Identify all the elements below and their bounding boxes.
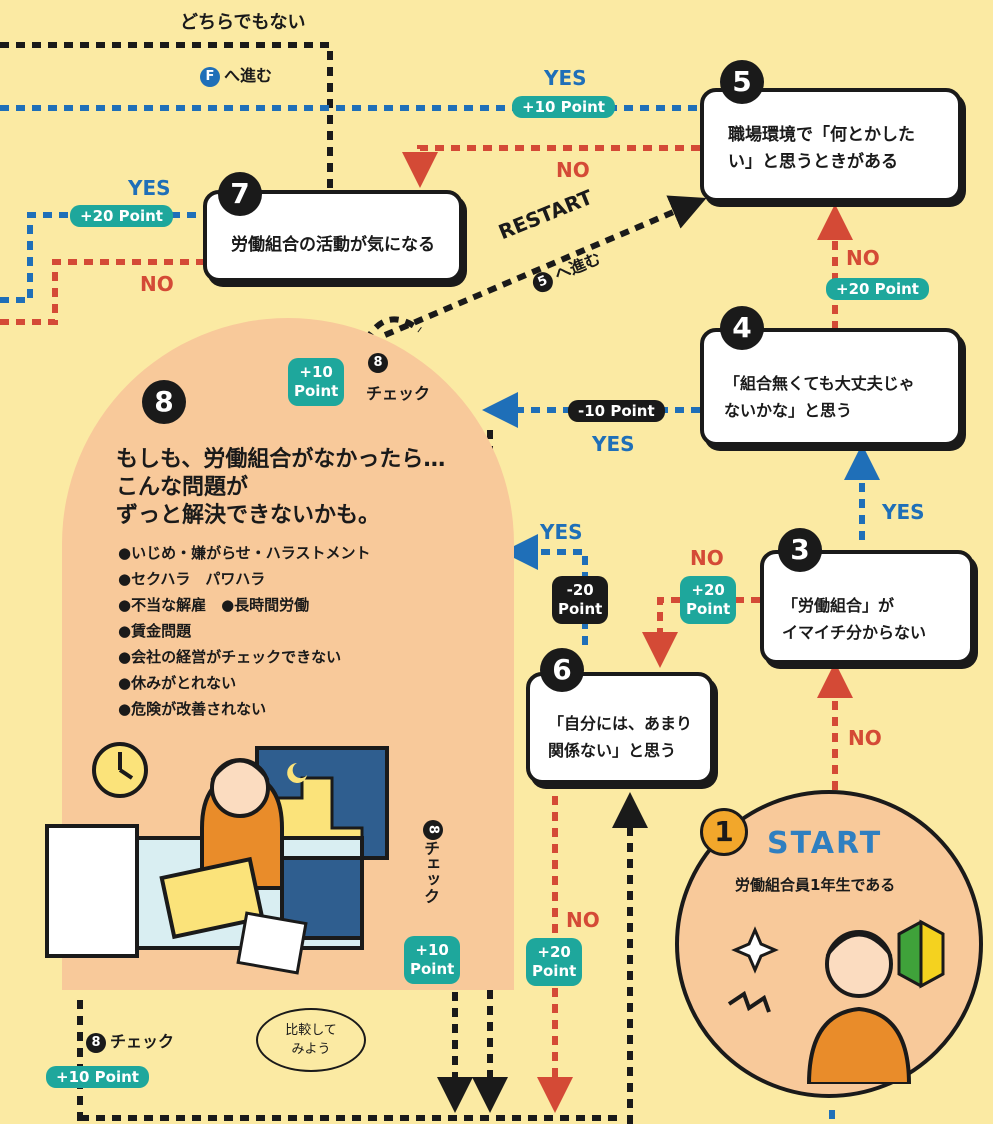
step-7-text: 労働組合の活動が気になる [231,235,435,255]
check-point-badge-bottom: +10 Point [46,1066,149,1088]
line-restart [383,195,707,338]
step-5-text-2: い」と思うときがある [728,152,898,172]
check-label-top: チェック [366,384,431,403]
compare-text-1: 比較して [285,1023,337,1038]
step-8-heading-2: こんな問題が [116,475,249,500]
check-point-value-top: +10 [299,363,333,381]
step-6-number: 6 [540,648,584,692]
check-label-bottom: チェック [110,1032,175,1051]
step-7-no-label: NO [140,272,174,296]
check-point-unit-top: Point [294,382,339,400]
step-3-no-label: NO [690,546,724,570]
overworked-employee-illustration [45,742,389,975]
step-4-point-badge: +20 Point [826,278,929,300]
step-3-point-unit: Point [686,600,731,618]
start-title: START [767,826,883,861]
start-number: 1 [700,808,748,856]
step-5-point-badge: +10 Point [512,96,615,118]
line-check-top [357,316,422,357]
step-7-number: 7 [218,172,262,216]
step-6-point-value: +20 [537,943,571,961]
step-5-number: 5 [720,60,764,104]
step-6-yes-label: YES [540,520,583,544]
problem-item: ●賃金問題 [118,622,192,640]
step-4-no-label: NO [846,246,880,270]
step-8-heading-3: ずっと解決できないかも。 [116,503,381,528]
step-6-text-2: 関係ない」と思う [548,741,677,760]
start-text: 労働組合員1年生である [735,876,896,894]
check-marker-top: 8 [368,352,392,373]
step-6-text-1: 「自分には、あまり [548,714,693,733]
line-7-yes [0,212,205,303]
step-5-box: 職場環境で「何とかした い」と思うときがある [700,88,962,202]
problem-item: ●不当な解雇 ●長時間労働 [118,596,310,614]
step-8-panel: 8 もしも、労働組合がなかったら… こんな問題が ずっと解決できないかも。 ●い… [45,318,514,990]
step-4-yes-label: YES [592,432,635,456]
step-7-box: 労働組合の活動が気になる [203,190,463,282]
step-6-minus-value: -20 [566,581,594,599]
neither-label: どちらでもない [180,12,306,33]
eight-circle-icon: 8 [422,820,443,840]
step-8-heading-1: もしも、労働組合がなかったら… [116,447,446,472]
problem-item: ●会社の経営がチェックできない [118,648,342,666]
step-5-no-label: NO [556,158,590,182]
line-neither [0,42,333,195]
step-4-text-2: ないかな」と思う [724,401,853,420]
goto-f-text: へ進む [224,66,273,85]
check-label-side: チェック [421,840,440,904]
step-4-minus-badge: -10 Point [568,400,665,422]
step-7-yes-label: YES [128,176,171,200]
step-5-text-1: 職場環境で「何とかした [728,125,915,145]
line-7-no [0,259,205,325]
problem-item: ●休みがとれない [118,674,237,692]
step-3-point-value: +20 [691,581,725,599]
check-point-value-side: +10 [415,941,449,959]
step-3-text-1: 「労働組合」が [782,596,895,615]
step-4-number: 4 [720,306,764,350]
step-5-yes-label: YES [544,66,587,90]
start-no-label: NO [848,726,882,750]
step-3-text-2: イマイチ分からない [782,623,927,642]
step-8-number: 8 [142,380,186,424]
compare-bubble: 比較してみよう [256,1008,366,1072]
problem-item: ●いじめ・嫌がらせ・ハラストメント [118,544,371,562]
step-6-minus-unit: Point [558,600,603,618]
eight-circle-icon: 8 [368,352,388,373]
step-4-text-1: 「組合無くても大丈夫じゃ [724,374,915,393]
compare-text-2: みよう [291,1042,331,1057]
check-marker-side: 8チェック [418,820,447,904]
step-6-point-unit: Point [532,962,577,980]
problem-item: ●危険が改善されない [118,700,267,718]
problem-list: ●いじめ・嫌がらせ・ハラストメント ●セクハラ パワハラ ●不当な解雇 ●長時間… [118,540,371,722]
new-member-illustration [727,919,945,1084]
f-circle-icon: F [200,66,220,87]
step-7-point-badge: +20 Point [70,205,173,227]
line-6-yes [502,534,588,645]
step-6-no-label: NO [566,908,600,932]
problem-item: ●セクハラ パワハラ [118,570,266,588]
step-3-number: 3 [778,528,822,572]
check-point-unit-side: Point [410,960,455,978]
step-3-yes-label: YES [882,500,925,524]
eight-circle-icon: 8 [86,1032,106,1053]
line-5-no [402,145,700,188]
